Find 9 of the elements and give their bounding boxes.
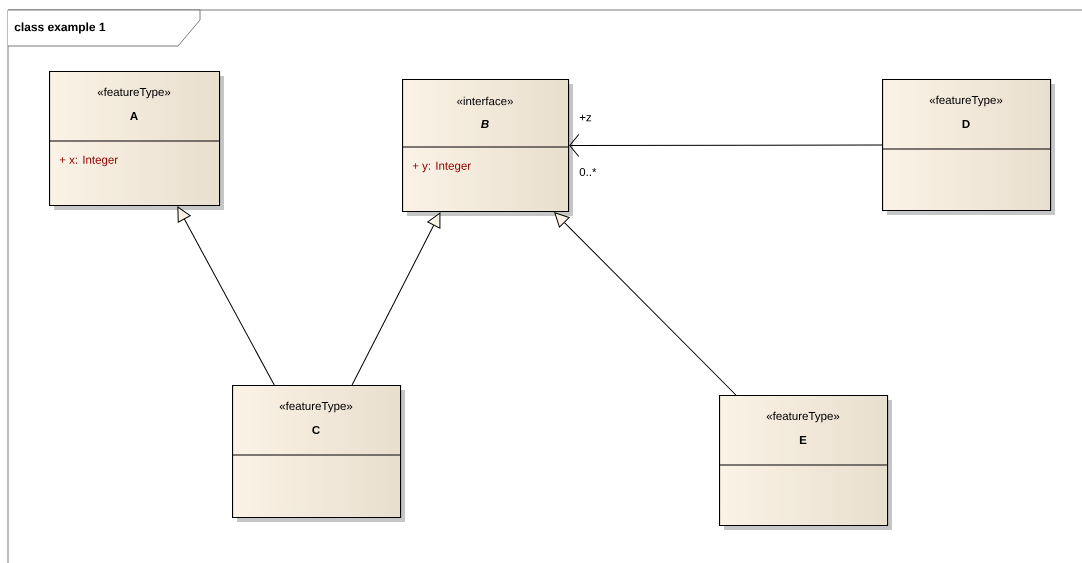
generalization-arrow bbox=[177, 206, 275, 386]
class-box: «featureType» C bbox=[231, 385, 405, 522]
class-box: «featureType» A + x: Integer bbox=[48, 71, 224, 210]
class-box: «interface» B + y: Integer bbox=[401, 79, 573, 216]
generalization-arrow bbox=[351, 212, 441, 386]
class-box: «featureType» D bbox=[881, 79, 1055, 215]
class-box: «featureType» E bbox=[718, 395, 892, 530]
generalization-arrow bbox=[554, 212, 737, 396]
frame-label: class example 1 bbox=[7, 9, 201, 47]
